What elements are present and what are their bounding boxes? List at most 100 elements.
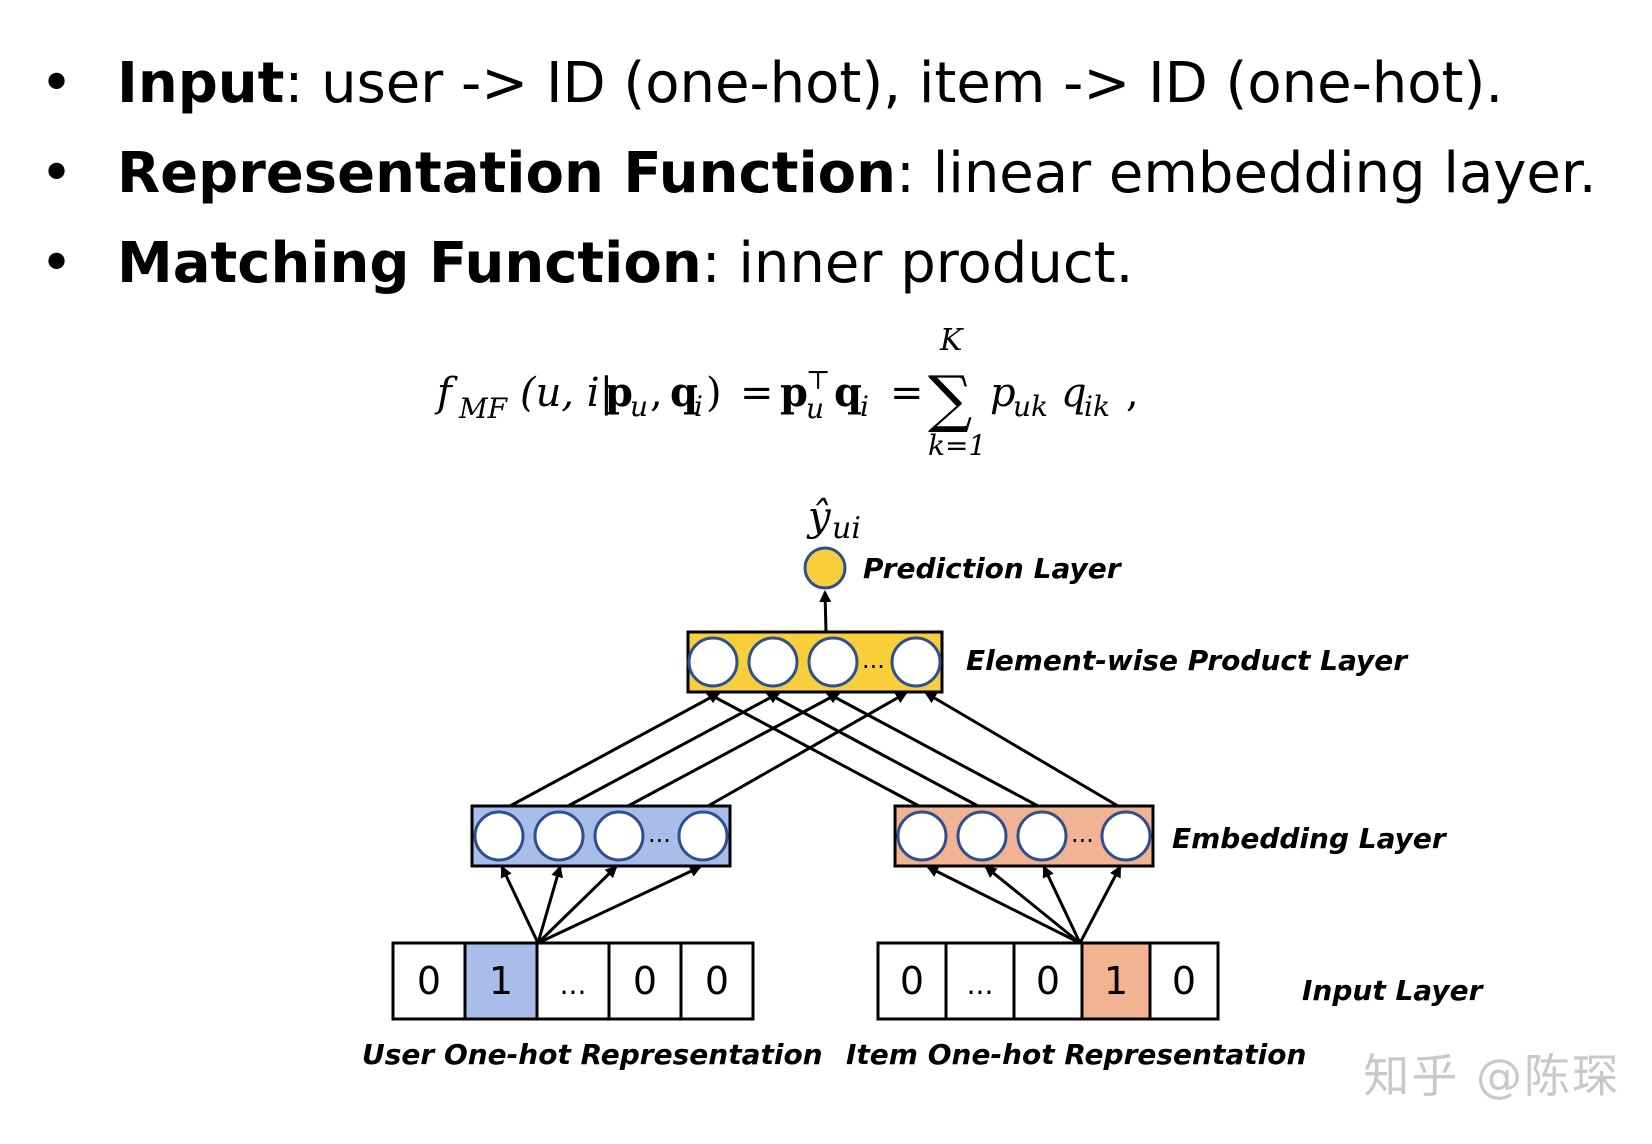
formula-trailing-comma: ,: [1126, 370, 1139, 416]
item-input-value: ...: [967, 968, 994, 1001]
user-onehot-caption: User One-hot Representation: [362, 1038, 823, 1071]
elementwise-node: [807, 636, 859, 688]
arrow-user-input-3: [536, 865, 618, 945]
formula-qi: q: [834, 369, 862, 416]
bullet-bold: Representation Function: [117, 141, 897, 206]
arrow-user-input-4: [537, 865, 702, 945]
formula-pu: p: [780, 369, 808, 416]
mf-formula: f MF (u, i| p u , q i ) = p ⊤ u q i = K …: [434, 323, 1139, 462]
bullet-dot: •: [40, 141, 74, 206]
formula-args: (u, i|: [520, 370, 613, 416]
formula-sum-bottom: k=1: [928, 429, 986, 462]
formula-sub-i: i: [694, 390, 703, 423]
user-input-value: 0: [633, 959, 657, 1003]
formula-sub-ik: ik: [1084, 390, 1110, 423]
item-embedding-node: [956, 810, 1008, 862]
user-embedding-nodes: [473, 810, 729, 862]
user-input-value: 0: [705, 959, 729, 1003]
prediction-layer-label: Prediction Layer: [863, 552, 1123, 585]
formula-sum-top: K: [939, 323, 964, 358]
arrow-item-emb-1: [705, 691, 920, 808]
embedding-layer-label: Embedding Layer: [1172, 822, 1448, 855]
formula-eq2: =: [890, 370, 924, 416]
bullet-dot: •: [40, 231, 74, 296]
arrow-item-input-4: [1078, 865, 1122, 944]
item-input-vector: 0 ... 0 1 0: [876, 941, 1220, 1021]
item-embedding-node: [1100, 810, 1152, 862]
arrow-item-input-2: [984, 865, 1081, 945]
user-input-value: ...: [560, 968, 587, 1001]
formula-sub-mf: MF: [458, 392, 509, 425]
item-embedding-node: [896, 810, 948, 862]
formula-q: q: [670, 369, 698, 416]
arrow-item-input-3: [1042, 865, 1082, 944]
item-input-cell: [1080, 941, 1152, 1021]
bullet-bold: Matching Function: [117, 231, 702, 296]
formula-sub-u2: u: [806, 392, 824, 425]
embedding-to-product-arrows: [509, 691, 1119, 808]
bullet-text: : user -> ID (one-hot), item -> ID (one-…: [284, 51, 1504, 116]
formula-comma: ,: [650, 370, 663, 416]
item-onehot-caption: Item One-hot Representation: [846, 1038, 1306, 1071]
user-embedding-node: [473, 810, 525, 862]
item-input-cell: [876, 941, 948, 1021]
user-input-value: 0: [417, 959, 441, 1003]
elementwise-node: [687, 636, 739, 688]
arrow-item-emb-2: [765, 691, 979, 808]
watermark: 知乎 @陈琛: [1363, 1049, 1620, 1103]
item-input-cell: [1148, 941, 1220, 1021]
output-yhat: ŷ: [806, 494, 832, 540]
input-to-embedding-arrows: [500, 865, 1122, 945]
user-embedding-node: [677, 810, 729, 862]
elementwise-nodes: [687, 636, 942, 688]
bullet-dot: •: [40, 51, 74, 116]
arrow-user-input-1: [500, 865, 540, 944]
item-input-value: 0: [1172, 959, 1196, 1003]
arrow-item-input-1: [926, 865, 1081, 945]
arrow-user-input-2: [536, 865, 563, 944]
formula-eq1: =: [740, 370, 774, 416]
output-label: ŷ ui: [806, 494, 861, 546]
item-input-cell: [944, 941, 1016, 1021]
bullet-text: : inner product.: [701, 231, 1134, 296]
bullet-bold: Input: [117, 51, 285, 116]
item-embedding-nodes: [896, 810, 1152, 862]
user-embedding-ellipsis: ...: [648, 820, 671, 848]
arrow-user-emb-1: [509, 691, 721, 808]
user-input-vector: 0 1 ... 0 0: [391, 941, 755, 1021]
formula-rparen: ): [706, 370, 722, 416]
input-layer-label: Input Layer: [1302, 974, 1485, 1007]
item-input-cell: [1012, 941, 1084, 1021]
user-input-value: 1: [489, 959, 513, 1003]
arrow-item-emb-3: [825, 691, 1039, 808]
formula-p: p: [605, 369, 633, 416]
elementwise-node: [747, 636, 799, 688]
item-input-value: 1: [1104, 959, 1128, 1003]
elementwise-node: [890, 636, 942, 688]
output-sub: ui: [832, 511, 861, 546]
formula-transpose: ⊤: [806, 366, 830, 396]
item-input-value: 0: [1036, 959, 1060, 1003]
item-input-value: 0: [900, 959, 924, 1003]
arrow-item-emb-4: [924, 691, 1119, 808]
user-embedding-node: [593, 810, 645, 862]
formula-p-uk: p: [990, 370, 1016, 416]
item-embedding-ellipsis: ...: [1071, 820, 1094, 848]
item-embedding-node: [1016, 810, 1068, 862]
prediction-node: [803, 546, 847, 590]
formula-sub-i2: i: [860, 390, 869, 423]
user-embedding-node: [533, 810, 585, 862]
user-input-cell: [391, 941, 467, 1021]
elementwise-ellipsis: ...: [862, 646, 885, 674]
arrow-user-emb-4: [707, 691, 908, 808]
formula-sub-uk: uk: [1013, 390, 1048, 423]
elementwise-layer-label: Element-wise Product Layer: [966, 644, 1409, 677]
formula-sub-u: u: [630, 390, 648, 423]
arrow-to-prediction: [819, 590, 832, 633]
user-input-cell: [463, 941, 539, 1021]
formula-sum: ∑: [928, 362, 972, 435]
user-input-cell: [607, 941, 683, 1021]
bullet-text: : linear embedding layer.: [896, 141, 1597, 206]
formula-f: f: [434, 370, 458, 416]
